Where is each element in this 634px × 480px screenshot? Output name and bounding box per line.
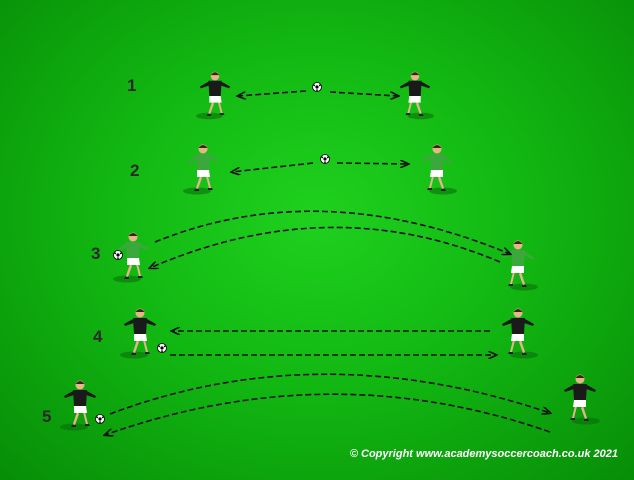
row-number-3: 3 [91,244,101,263]
row-1-drill [196,71,434,120]
pass-arrow-icon [329,91,398,96]
ball-icon [95,414,105,424]
row-3-drill [113,210,538,291]
pass-arrow-icon [238,90,307,96]
ball-icon [312,82,322,92]
pass-arrow-icon [105,393,551,435]
player-icon [120,308,156,359]
row-2-drill [183,144,457,195]
row-number-1: 1 [127,76,137,95]
pass-arrow-icon [232,162,314,172]
player-icon [196,71,231,120]
ball-icon [113,250,123,260]
ball-icon [157,343,167,353]
row-number-2: 2 [130,161,140,180]
pass-arrow-icon [109,373,550,414]
player-icon [502,308,538,359]
player-icon [564,374,600,425]
row-number-5: 5 [42,407,52,426]
pass-arrow-icon [336,163,408,164]
player-icon [183,144,219,195]
row-4-drill [120,308,538,359]
player-icon [399,71,434,120]
ball-icon [320,154,330,164]
row-number-4: 4 [93,327,103,346]
row-5-drill [60,373,600,435]
pass-arrow-icon [154,210,510,254]
player-icon [502,240,538,291]
player-icon [60,380,96,431]
player-icon [421,144,457,195]
pass-arrow-icon [150,226,501,268]
copyright-text: © Copyright www.academysoccercoach.co.uk… [349,448,618,460]
